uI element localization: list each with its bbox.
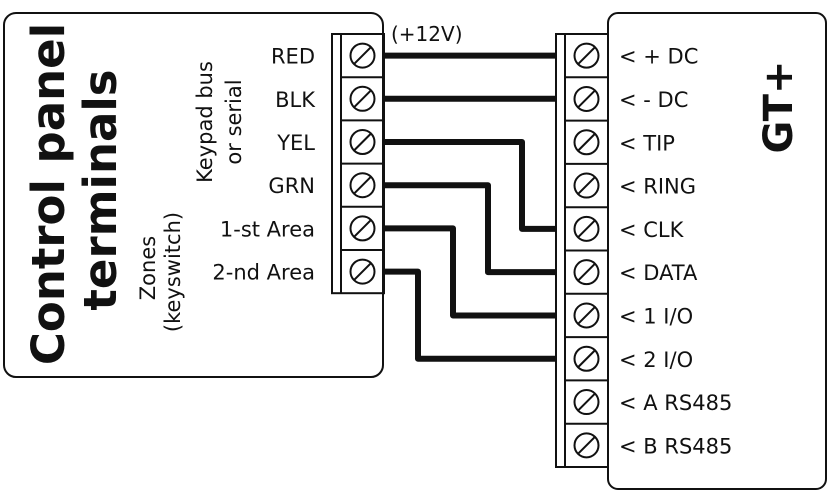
control-panel-terminal-labels: RED BLK YEL GRN 1-st Area 2-nd Area <box>212 45 316 285</box>
voltage-note: (+12V) <box>391 22 463 46</box>
zones-group-label-line2: (keyswitch) <box>161 212 185 332</box>
gt-terminal-label: < 2 I/O <box>619 348 693 372</box>
gt-terminal-label: < + DC <box>619 45 698 69</box>
screw-icon <box>349 258 376 285</box>
wire-yel <box>384 139 556 232</box>
control-panel-title-line2: terminals <box>74 69 127 310</box>
wire-1-st-area <box>384 225 556 319</box>
cp-terminal-label: 2-nd Area <box>212 261 315 285</box>
gt-terminal-label: < CLK <box>619 218 685 242</box>
screw-icon <box>573 259 600 286</box>
keypad-group-label-line1: Keypad bus <box>193 61 217 183</box>
screw-icon <box>573 302 600 329</box>
gt-terminal-label: < - DC <box>619 88 688 112</box>
gt-terminal-label: < A RS485 <box>619 391 732 415</box>
cp-terminal-label: BLK <box>275 88 316 112</box>
wires <box>384 52 556 362</box>
wire-grn <box>384 182 556 276</box>
screw-icon <box>573 389 600 416</box>
gt-terminal-labels: < + DC < - DC < TIP < RING < CLK < DATA < 1 I/… <box>619 45 732 459</box>
screw-icon <box>349 129 376 155</box>
zones-group-label-line1: Zones <box>136 236 160 300</box>
gt-terminal-label: < RING <box>619 175 696 199</box>
gt-module-title: GT+ <box>756 61 802 154</box>
screw-icon <box>573 345 600 372</box>
control-panel-terminal-block <box>331 33 385 295</box>
keypad-group-label-line2: or serial <box>222 79 246 164</box>
screw-icon <box>349 85 376 112</box>
cp-terminal-label: 1-st Area <box>220 217 315 241</box>
screw-icon <box>349 215 376 242</box>
screw-icon <box>349 42 376 69</box>
gt-terminal-label: < TIP <box>619 131 675 155</box>
screw-icon <box>573 172 600 199</box>
control-panel-title-line1: Control panel <box>22 23 75 365</box>
screw-icon <box>573 432 600 459</box>
gt-terminal-label: < 1 I/O <box>619 304 693 328</box>
gt-terminal-block <box>555 33 609 468</box>
wire-2-nd-area <box>384 268 556 362</box>
cp-terminal-label: RED <box>271 45 315 69</box>
gt-terminal-label: < B RS485 <box>619 434 732 458</box>
cp-terminal-label: YEL <box>276 131 315 155</box>
screw-icon <box>349 172 376 199</box>
screw-icon <box>573 85 600 112</box>
screw-icon <box>573 42 600 69</box>
cp-terminal-label: GRN <box>268 174 315 198</box>
gt-terminal-label: < DATA <box>619 261 698 285</box>
screw-icon <box>573 129 600 156</box>
screw-icon <box>573 215 600 242</box>
